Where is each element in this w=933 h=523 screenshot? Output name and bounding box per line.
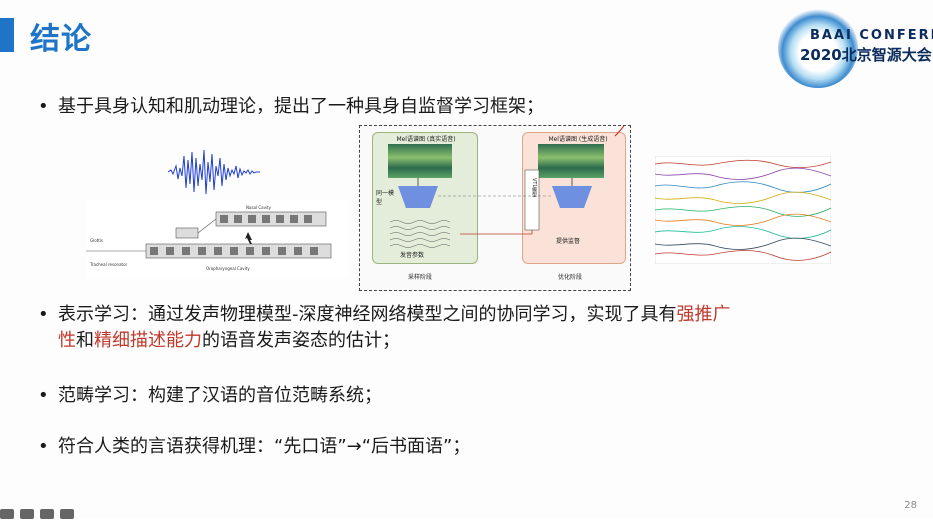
highlight-fine-description: 精细描述能力 xyxy=(94,330,202,351)
title-accent-bar xyxy=(0,18,14,52)
highlight-generalization: 强推广 xyxy=(676,304,731,325)
bullet-text: 基于具身认知和肌动理论，提出了一种具身自监督学习框架； xyxy=(58,96,544,117)
bullet-text: 范畴学习：构建了汉语的音位范畴系统； xyxy=(58,385,382,406)
conference-logo: BAAI CONFERENCE 2020北京智源大会 xyxy=(770,8,933,88)
bullet-2: • 表示学习：通过发声物理模型-深度神经网络模型之间的协同学习，实现了具有强推广… xyxy=(38,302,898,358)
vtl-model-label: VTL模型 xyxy=(531,178,537,198)
bullet-text-segment: 表示学习：通过发声物理模型-深度神经网络模型之间的协同学习，实现了具有 xyxy=(58,304,677,325)
bullet-text-segment: 的语音发声姿态的估计； xyxy=(202,330,400,351)
framework-connectors xyxy=(389,126,625,248)
bullet-dot: • xyxy=(38,385,49,406)
oro-cavity-label: Oropharyngeal Cavity xyxy=(206,266,250,271)
prev-slide-icon[interactable] xyxy=(0,509,14,519)
articulatory-model-diagram: Nasal Cavity Oropharyngeal Cavity Glotti… xyxy=(86,200,348,278)
page-number: 28 xyxy=(904,500,917,511)
bullet-dot: • xyxy=(38,304,49,325)
framework-diagram: Mel语谱图 (真实语音) Mel语谱图 (生成语音) 同一模型 VTL模型 发… xyxy=(359,125,631,291)
left-spectrogram-title: Mel语谱图 (真实语音) xyxy=(396,136,456,143)
logo-line2: 2020北京智源大会 xyxy=(800,46,932,64)
bullet-text-line2: 性和精细描述能力的语音发声姿态的估计； xyxy=(58,328,400,354)
highlight-generalization-end: 性 xyxy=(58,330,76,351)
speech-waveform xyxy=(168,149,260,195)
bullet-text-line1: 表示学习：通过发声物理模型-深度神经网络模型之间的协同学习，实现了具有强推广 xyxy=(58,302,731,328)
presentation-toolbar xyxy=(0,504,90,519)
glottis-label: Glottis xyxy=(90,238,103,243)
bullet-text: 符合人类的言语获得机理：“先口语”→“后书面语”； xyxy=(58,436,471,457)
logo-swirl-icon xyxy=(778,8,858,88)
logo-line1: BAAI CONFERENCE xyxy=(810,28,933,43)
pen-icon[interactable] xyxy=(20,509,34,519)
bullet-dot: • xyxy=(38,436,49,457)
articulation-params-label: 发音参数 xyxy=(400,252,425,259)
next-slide-icon[interactable] xyxy=(60,509,74,519)
left-spectrogram xyxy=(388,144,452,178)
nasal-cavity-label: Nasal Cavity xyxy=(246,205,272,210)
right-spectrogram-title: Mel语谱图 (生成语音) xyxy=(548,136,608,143)
slide-title: 结论 xyxy=(30,22,92,57)
sampling-stage-label: 采样阶段 xyxy=(408,274,433,281)
optimization-stage-label: 优化阶段 xyxy=(558,274,583,281)
slides-icon[interactable] xyxy=(40,509,54,519)
bullet-dot: • xyxy=(38,96,49,117)
supervision-label: 提供监督 xyxy=(556,238,581,245)
cursor-icon xyxy=(245,232,252,244)
right-spectrogram xyxy=(538,144,604,178)
trachea-label: Tracheal resonator xyxy=(89,262,128,267)
same-model-label: 同一模型 xyxy=(376,190,395,206)
bullet-text-segment: 和 xyxy=(76,330,94,351)
articulatory-trajectories-plot xyxy=(655,156,831,264)
